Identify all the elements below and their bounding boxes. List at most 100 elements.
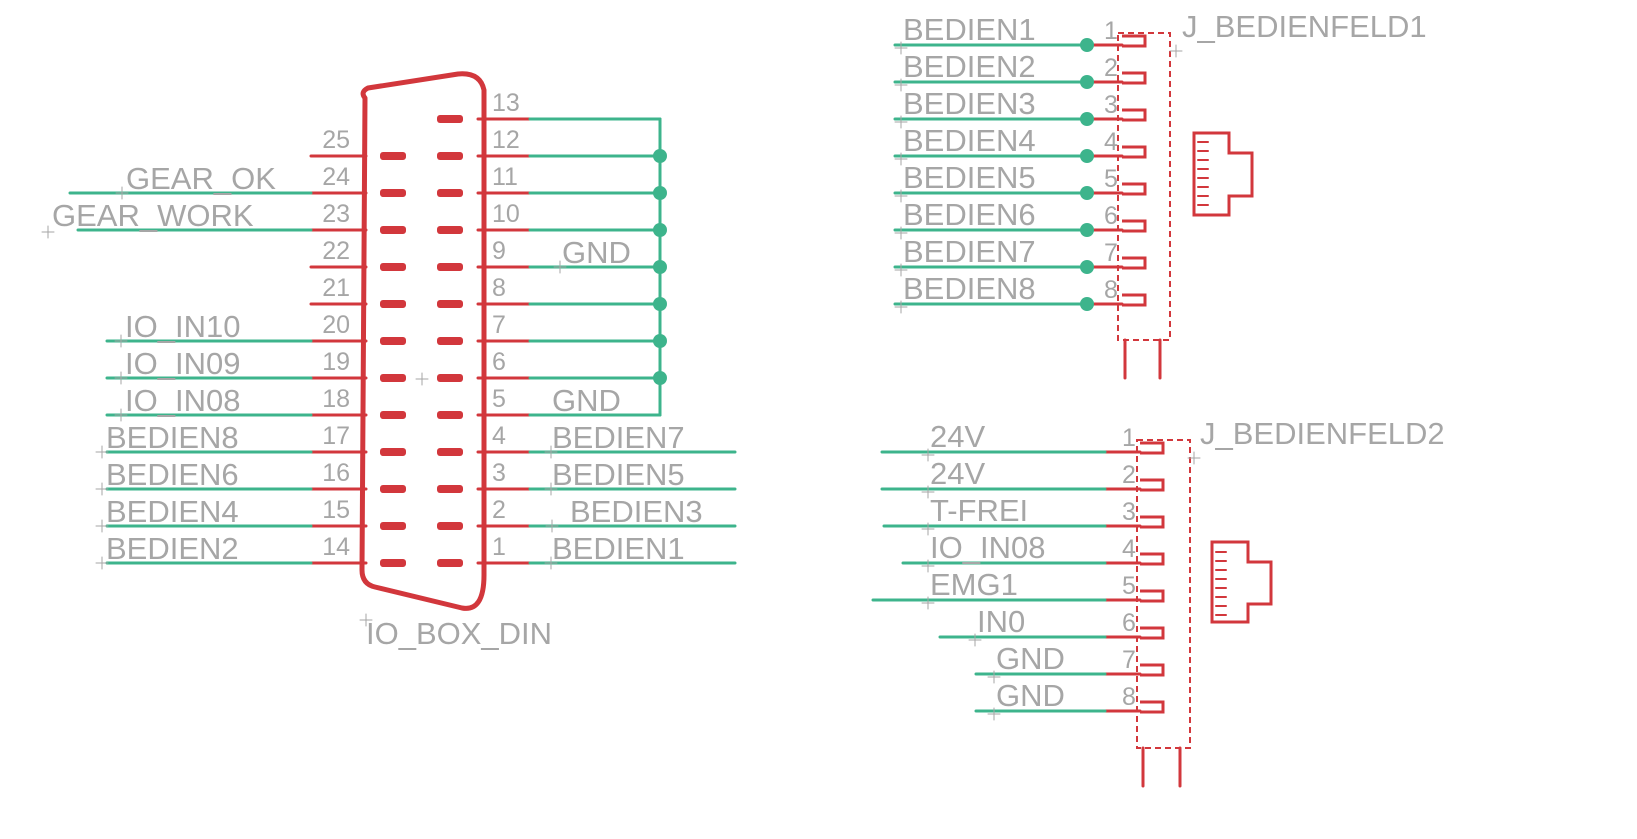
connector-pin-hook: [1122, 108, 1147, 122]
pin-contact-left: [380, 300, 406, 308]
pin-contact-left: [380, 485, 406, 493]
pin-contact-right: [437, 152, 463, 160]
pin-number-label: 18: [322, 385, 350, 413]
pin-contact-right: [437, 448, 463, 456]
net-junction-dot: [1080, 38, 1094, 52]
connector-pin-hook: [1122, 71, 1147, 85]
net-label: BEDIEN6: [106, 457, 239, 492]
net-label: IO_IN09: [125, 346, 240, 381]
net-label: BEDIEN1: [903, 12, 1036, 47]
connector-body-outline: [1117, 32, 1171, 341]
net-label: IO_IN08: [930, 530, 1045, 565]
connector-pin-hook: [1140, 552, 1165, 566]
rj45-jack-icon: [1192, 131, 1254, 217]
pin-contact-left: [380, 411, 406, 419]
net-junction-dot: [1080, 260, 1094, 274]
pin-number-label: 14: [322, 533, 350, 561]
net-junction-dot: [1080, 297, 1094, 311]
net-label: EMG1: [930, 567, 1018, 602]
net-label: IO_IN10: [125, 309, 240, 344]
net-label: BEDIEN4: [903, 123, 1036, 158]
connector-pin-hook: [1122, 145, 1147, 159]
net-junction-dot: [1080, 112, 1094, 126]
pin-number-label: 22: [322, 237, 350, 265]
pin-number-label: 8: [1122, 683, 1136, 711]
pin-number-label: 6: [1122, 609, 1136, 637]
part-name-label: J_BEDIENFELD1: [1182, 9, 1427, 44]
net-label: BEDIEN7: [552, 420, 685, 455]
pin-number-label: 8: [492, 274, 506, 302]
pin-contact-left: [380, 263, 406, 271]
pin-number-label: 2: [1122, 461, 1136, 489]
net-label: GND: [562, 235, 631, 270]
connector-j-bedienfeld1: 1BEDIEN12BEDIEN23BEDIEN34BEDIEN45BEDIEN5…: [893, 9, 1427, 380]
connector-pin-hook: [1140, 589, 1165, 603]
connector-j-bedienfeld2: 124V224V3T-FREI4IO_IN085EMG16IN07GND8GND…: [871, 416, 1445, 788]
pin-number-label: 16: [322, 459, 350, 487]
pin-number-label: 20: [322, 311, 350, 339]
dsub-shell-outline: [359, 71, 487, 611]
pin-number-label: 1: [1104, 17, 1118, 45]
pin-number-label: 6: [492, 348, 506, 376]
pin-contact-right: [437, 189, 463, 197]
pin-number-label: 7: [1104, 239, 1118, 267]
pin-contact-left: [380, 374, 406, 382]
net-label: BEDIEN7: [903, 234, 1036, 269]
connector-pin-hook: [1122, 34, 1147, 48]
connector-pin-hook: [1140, 700, 1165, 714]
pin-number-label: 25: [322, 126, 350, 154]
net-label: BEDIEN6: [903, 197, 1036, 232]
pin-number-label: 15: [322, 496, 350, 524]
pin-contact-left: [380, 226, 406, 234]
pin-number-label: 5: [492, 385, 506, 413]
pin-number-label: 2: [492, 496, 506, 524]
connector-pin-hook: [1140, 515, 1165, 529]
pin-number-label: 1: [1122, 424, 1136, 452]
net-junction-dot: [1080, 75, 1094, 89]
net-label: BEDIEN8: [106, 420, 239, 455]
net-label: BEDIEN5: [552, 457, 685, 492]
pin-number-label: 9: [492, 237, 506, 265]
pin-number-label: 5: [1122, 572, 1136, 600]
net-label: 24V: [930, 419, 985, 454]
part-name-label: IO_BOX_DIN: [366, 616, 552, 651]
part-name-label: J_BEDIENFELD2: [1200, 416, 1445, 451]
pin-number-label: 12: [492, 126, 520, 154]
net-label: BEDIEN5: [903, 160, 1036, 195]
net-junction-dot: [1080, 223, 1094, 237]
pin-number-label: 4: [1104, 128, 1118, 156]
pin-number-label: 13: [492, 89, 520, 117]
net-label: T-FREI: [930, 493, 1028, 528]
connector-pin-hook: [1140, 626, 1165, 640]
pin-number-label: 3: [1104, 91, 1118, 119]
connector-pin-hook: [1122, 219, 1147, 233]
pin-number-label: 4: [492, 422, 506, 450]
connector-pin-hook: [1122, 256, 1147, 270]
net-label: BEDIEN3: [570, 494, 703, 529]
connector-pin-hook: [1140, 478, 1165, 492]
pin-number-label: 3: [492, 459, 506, 487]
net-label: IO_IN08: [125, 383, 240, 418]
net-junction-dot: [1080, 149, 1094, 163]
net-label: GND: [996, 678, 1065, 713]
pin-contact-right: [437, 485, 463, 493]
pin-number-label: 4: [1122, 535, 1136, 563]
net-label: GND: [552, 383, 621, 418]
net-label: BEDIEN4: [106, 494, 239, 529]
net-label: IN0: [977, 604, 1025, 639]
pin-number-label: 5: [1104, 165, 1118, 193]
pin-contact-right: [437, 263, 463, 271]
net-label: BEDIEN2: [903, 49, 1036, 84]
net-label: BEDIEN2: [106, 531, 239, 566]
pin-contact-left: [380, 189, 406, 197]
net-label: BEDIEN1: [552, 531, 685, 566]
pin-contact-right: [437, 300, 463, 308]
pin-number-label: 2: [1104, 54, 1118, 82]
pin-number-label: 21: [322, 274, 350, 302]
rj45-jack-icon: [1210, 540, 1273, 624]
pin-contact-right: [437, 559, 463, 567]
connector-pin-hook: [1122, 182, 1147, 196]
pin-number-label: 24: [322, 163, 350, 191]
pin-number-label: 7: [492, 311, 506, 339]
